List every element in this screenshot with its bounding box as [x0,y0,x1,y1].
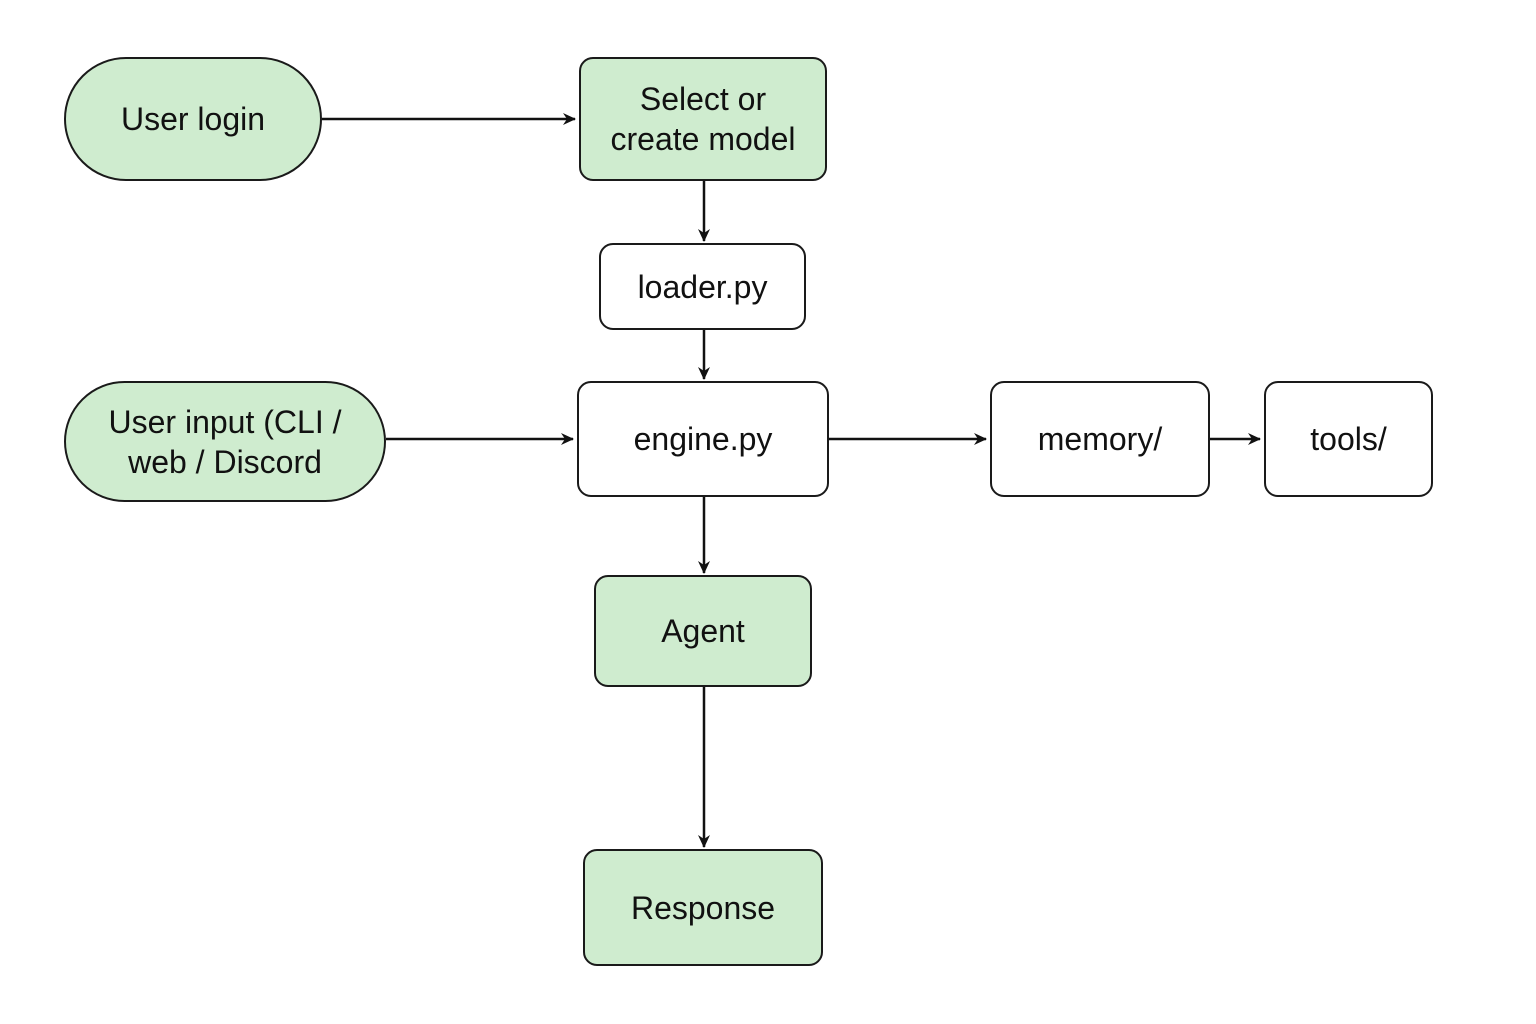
node-tools: tools/ [1264,381,1433,497]
node-user-login: User login [64,57,322,181]
node-tools-label: tools/ [1310,421,1387,457]
node-user-input-label: User input (CLI / web / Discord [108,403,342,480]
node-user-input: User input (CLI / web / Discord [64,381,386,502]
node-select-or-create-model: Select or create model [579,57,827,181]
node-response-label: Response [630,889,776,926]
node-select-model-label: Select or create model [610,81,796,157]
node-loader: loader.py [599,243,806,330]
node-response: Response [583,849,823,966]
node-loader-label: loader.py [637,268,768,305]
node-memory: memory/ [990,381,1210,497]
node-agent-label: Agent [661,613,745,649]
node-memory-label: memory/ [1037,421,1163,457]
node-engine-label: engine.py [633,421,773,457]
node-agent: Agent [594,575,812,687]
node-engine: engine.py [577,381,829,497]
node-user-login-label: User login [120,101,266,137]
